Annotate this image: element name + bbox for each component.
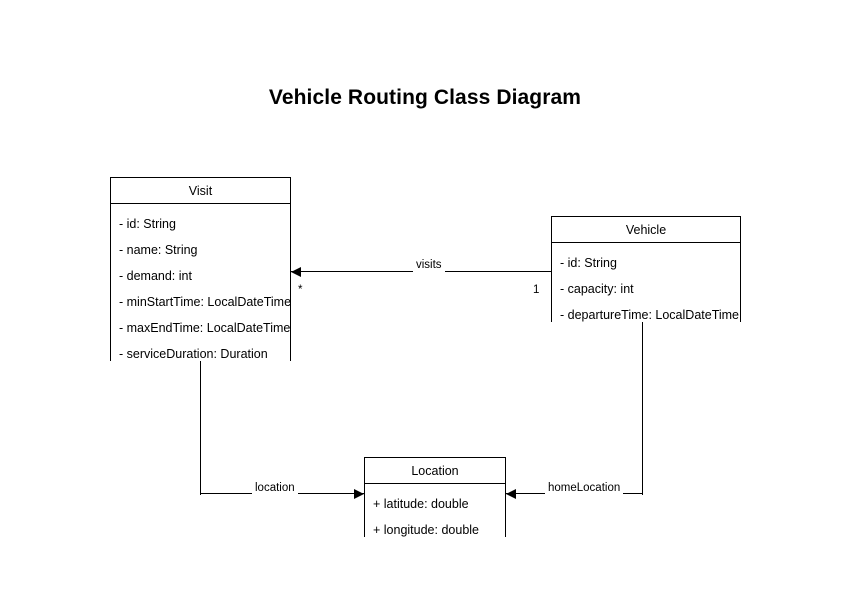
class-attributes-visit: - id: String - name: String - demand: in…	[111, 204, 292, 374]
diagram-title: Vehicle Routing Class Diagram	[268, 86, 582, 109]
attribute-row: - departureTime: LocalDateTime	[560, 308, 740, 322]
edge-label-homelocation: homeLocation	[545, 482, 624, 495]
class-name-visit: Visit	[111, 178, 290, 204]
edge-homelocation-segment-vertical	[642, 322, 644, 495]
attribute-row: - id: String	[560, 256, 617, 270]
multiplicity-visits-target: *	[298, 284, 303, 296]
attribute-row: - serviceDuration: Duration	[119, 347, 268, 361]
attribute-row: - capacity: int	[560, 282, 634, 296]
edge-label-visits: visits	[413, 259, 445, 272]
attribute-row: - id: String	[119, 217, 176, 231]
arrowhead-icon-visits	[291, 267, 301, 277]
class-name-location: Location	[365, 458, 505, 484]
class-box-visit[interactable]: Visit - id: String - name: String - dema…	[110, 177, 291, 374]
attribute-row: - minStartTime: LocalDateTime	[119, 295, 292, 309]
multiplicity-visits-source: 1	[533, 284, 540, 296]
edge-location-segment-vertical	[200, 361, 202, 495]
arrowhead-icon-location	[354, 489, 364, 499]
class-box-location[interactable]: Location + latitude: double + longitude:…	[364, 457, 506, 550]
arrowhead-icon-homelocation	[506, 489, 516, 499]
edge-label-location: location	[252, 482, 298, 495]
attribute-row: + latitude: double	[373, 497, 469, 511]
attribute-row: - demand: int	[119, 269, 192, 283]
class-attributes-location: + latitude: double + longitude: double	[365, 484, 505, 550]
attribute-row: + longitude: double	[373, 523, 479, 537]
class-name-vehicle: Vehicle	[552, 217, 740, 243]
class-box-vehicle[interactable]: Vehicle - id: String - capacity: int - d…	[551, 216, 741, 335]
attribute-row: - name: String	[119, 243, 198, 257]
attribute-row: - maxEndTime: LocalDateTime	[119, 321, 291, 335]
class-attributes-vehicle: - id: String - capacity: int - departure…	[552, 243, 740, 335]
